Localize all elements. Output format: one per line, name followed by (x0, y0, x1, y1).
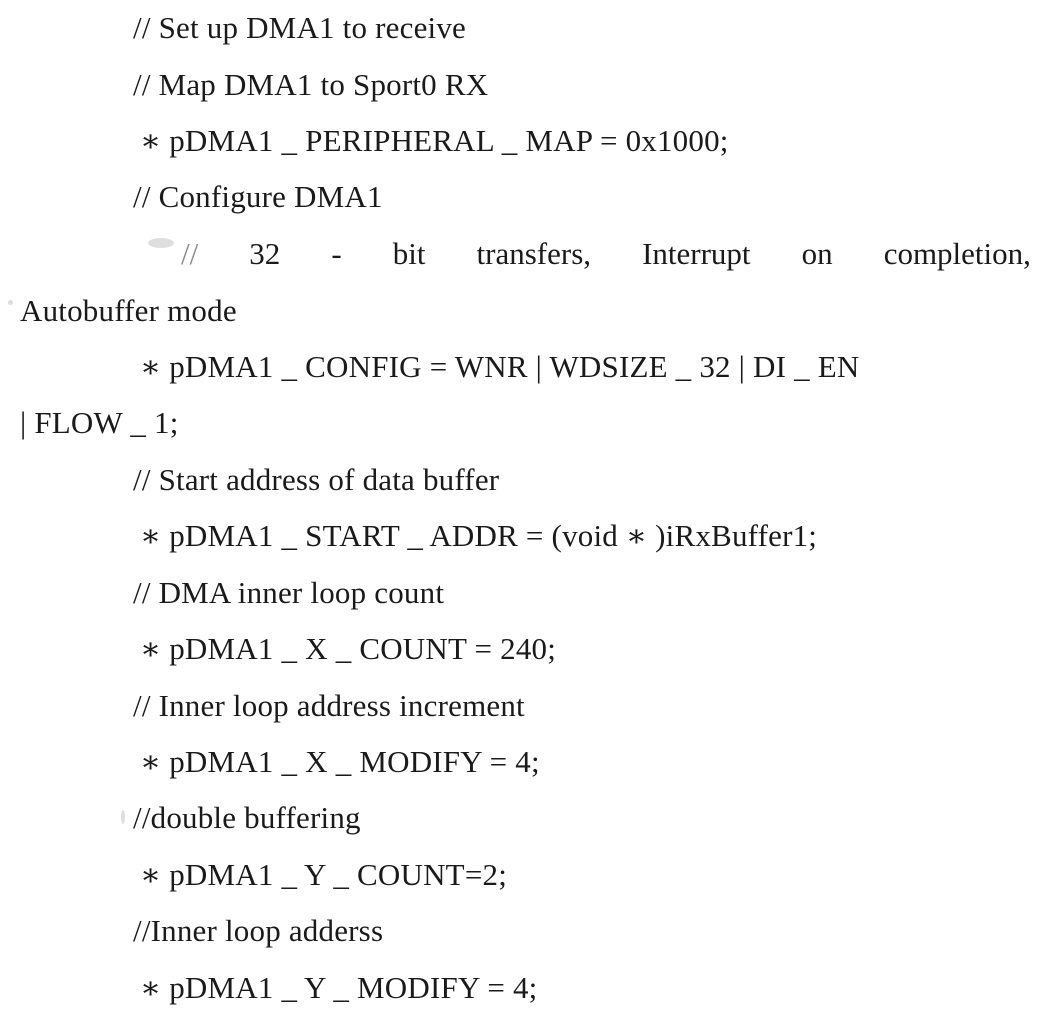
scan-speck (148, 238, 174, 248)
comment-inner-loop-count: // DMA inner loop count (133, 575, 445, 610)
word-comment-marker: // (181, 236, 199, 271)
code-y-count: ∗ pDMA1 _ Y _ COUNT=2; (140, 857, 508, 892)
word-completion: completion, (883, 236, 1031, 271)
comment-double-buffering: //double buffering (133, 800, 361, 835)
scan-speck (121, 810, 125, 824)
comment-start-address: // Start address of data buffer (133, 462, 500, 497)
comment-transfer-settings: // 32 - bit transfers, Interrupt on comp… (181, 238, 1031, 269)
word-bit: bit (392, 236, 426, 271)
word-dash: - (331, 236, 342, 271)
word-transfers: transfers, (476, 236, 592, 271)
comment-inner-loop-increment: // Inner loop address increment (133, 688, 525, 723)
word-32: 32 (249, 236, 281, 271)
code-x-count: ∗ pDMA1 _ X _ COUNT = 240; (140, 631, 557, 666)
comment-setup-dma1: // Set up DMA1 to receive (133, 10, 467, 45)
code-start-addr: ∗ pDMA1 _ START _ ADDR = (void ∗ )iRxBuf… (140, 518, 818, 553)
scan-speck (8, 300, 13, 305)
word-interrupt: Interrupt (642, 236, 751, 271)
code-dma-config: ∗ pDMA1 _ CONFIG = WNR | WDSIZE _ 32 | D… (140, 349, 860, 384)
code-x-modify: ∗ pDMA1 _ X _ MODIFY = 4; (140, 744, 540, 779)
comment-inner-loop-address: //Inner loop adderss (133, 913, 384, 948)
comment-configure-dma1: // Configure DMA1 (133, 179, 383, 214)
code-peripheral-map: ∗ pDMA1 _ PERIPHERAL _ MAP = 0x1000; (140, 123, 729, 158)
word-on: on (801, 236, 833, 271)
code-y-modify: ∗ pDMA1 _ Y _ MODIFY = 4; (140, 970, 538, 1005)
comment-map-dma1: // Map DMA1 to Sport0 RX (133, 67, 489, 102)
code-dma-config-continued: | FLOW _ 1; (20, 405, 179, 440)
comment-autobuffer-mode: Autobuffer mode (20, 293, 237, 328)
